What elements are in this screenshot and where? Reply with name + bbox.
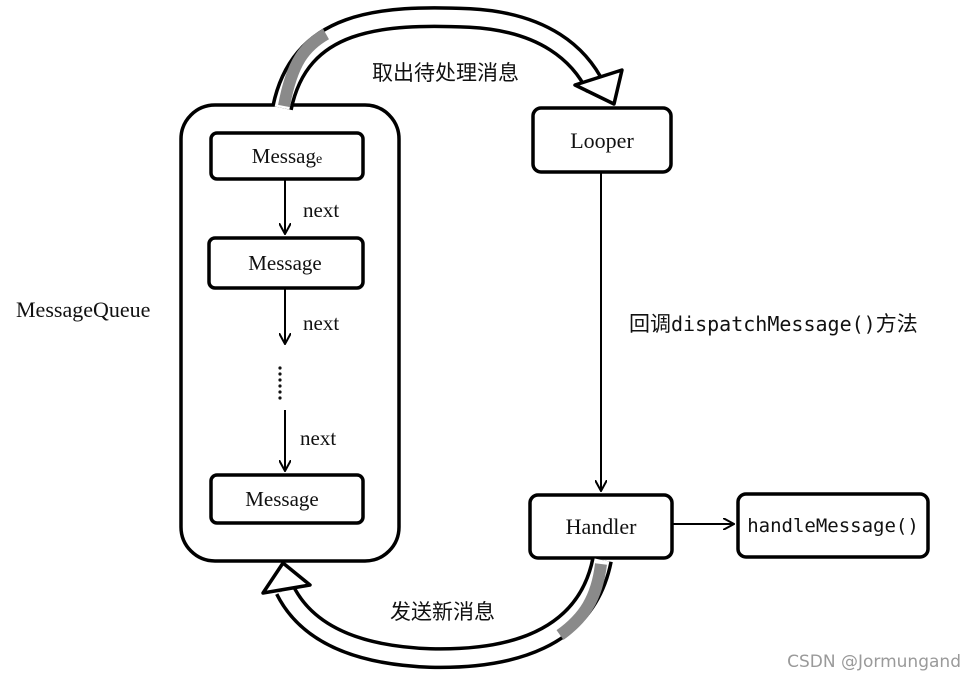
next-label-2: next	[303, 311, 339, 335]
svg-text:Message: Message	[252, 144, 322, 168]
watermark: CSDN @Jormungand	[787, 652, 961, 672]
callback-label: 回调dispatchMessage()方法	[629, 312, 918, 336]
message-node-1-label-tail: e	[316, 152, 322, 167]
fetch-message-label: 取出待处理消息	[372, 61, 519, 85]
ellipsis-text: ⋮	[0, 0, 1, 1]
message-node-2-label: Message	[248, 251, 321, 275]
next-label-1: next	[303, 198, 339, 222]
callback-label-code: dispatchMessage()	[671, 312, 876, 336]
handle-message-node: handleMessage()	[736, 492, 930, 559]
handle-message-label: handleMessage()	[747, 515, 919, 537]
message-node-1-label: Messag	[252, 144, 317, 168]
message-node-1: Message	[209, 131, 365, 181]
handler-node: Handler	[528, 493, 674, 560]
callback-label-suffix: 方法	[876, 312, 918, 336]
message-node-2: Message	[207, 236, 365, 290]
send-message-label: 发送新消息	[390, 600, 495, 624]
next-label-3: next	[300, 426, 336, 450]
looper-node: Looper	[531, 106, 673, 174]
looper-label: Looper	[570, 128, 634, 153]
message-queue-label: MessageQueue	[16, 297, 150, 322]
fetch-message-arc	[271, 6, 624, 111]
handler-label: Handler	[566, 514, 638, 539]
send-message-arc	[261, 557, 613, 670]
message-node-3: Message	[209, 473, 365, 525]
callback-label-prefix: 回调	[629, 312, 671, 336]
message-node-3-label: Message	[245, 487, 318, 511]
ellipsis-dots	[278, 366, 282, 400]
